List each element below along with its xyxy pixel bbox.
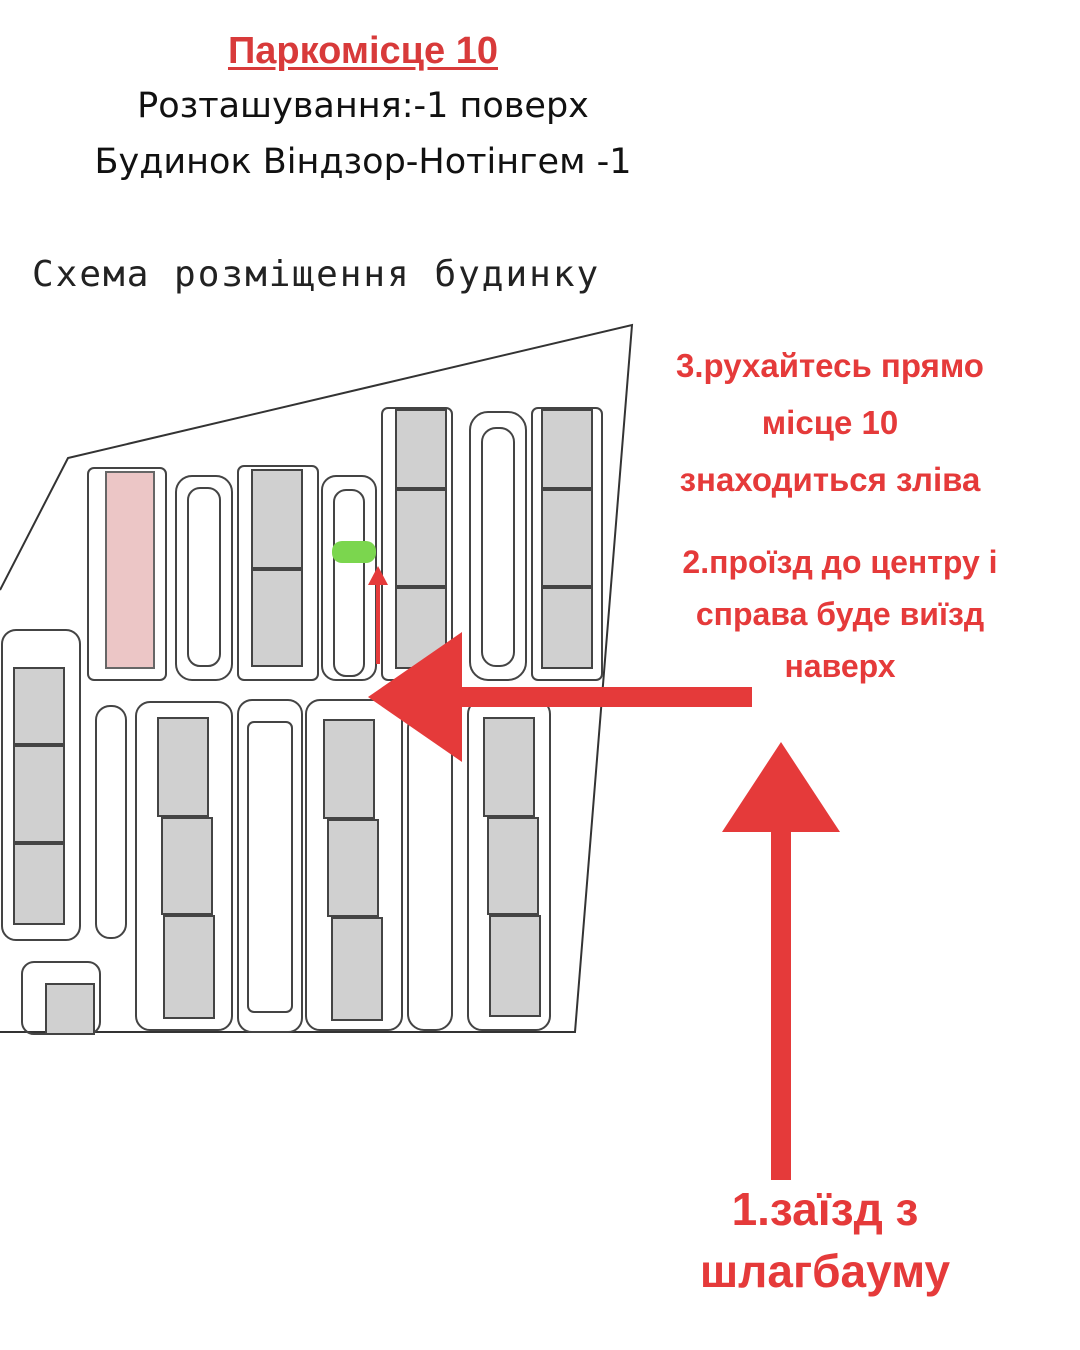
gray-block-e1 [157, 717, 209, 817]
gray-block-i2 [487, 817, 539, 915]
step3-text: 3.рухайтесь прямо місце 10 знаходиться з… [620, 337, 1040, 508]
building-text: Будинок Віндзор-Нотінгем -1 [94, 142, 632, 182]
drive-b [321, 475, 377, 681]
gray-block-l1 [13, 667, 65, 745]
step3-line: знаходиться зліва [679, 461, 981, 498]
gray-block-bottom [45, 983, 95, 1035]
step3-line: 3.рухайтесь прямо [676, 347, 984, 384]
step2-line: справа буде виїзд [695, 596, 985, 632]
turn-arrow [368, 566, 388, 664]
step1-text: 1.заїзд з шлагбауму [640, 1178, 1010, 1302]
step1-line: 1.заїзд з [731, 1183, 919, 1235]
drive-l [95, 705, 127, 939]
gray-block-g1 [323, 719, 375, 819]
gray-block-d2 [541, 489, 593, 587]
drive-f-inner [247, 721, 293, 1013]
page-title: Паркомісце 10 [227, 30, 498, 72]
drive-c [469, 411, 527, 681]
building-outline [0, 323, 634, 1033]
left-frame [1, 629, 81, 941]
gray-block-i1 [483, 717, 535, 817]
gray-block-l2 [13, 745, 65, 843]
step2-line: 2.проїзд до центру і [682, 544, 998, 580]
lower-frame-e [135, 701, 233, 1031]
up-arrow [722, 742, 840, 1180]
drive-a [175, 475, 233, 681]
gray-block-l3 [13, 843, 65, 925]
gray-block-d3 [541, 587, 593, 669]
pink-block [105, 471, 155, 669]
gray-block-c1 [395, 409, 447, 489]
drive-c-inner [481, 427, 515, 667]
gray-block-i3 [489, 915, 541, 1017]
gray-block-g2 [327, 819, 379, 917]
drive-a-inner [187, 487, 221, 667]
location-text: Розташування:-1 поверх [137, 86, 589, 126]
lower-frame-g [305, 699, 403, 1031]
drive-h [407, 711, 453, 1031]
lower-row [1, 629, 551, 1035]
drive-b-inner [333, 489, 365, 677]
gray-block-e3 [163, 915, 215, 1019]
gray-block-g3 [331, 917, 383, 1021]
step2-text: 2.проїзд до центру і справа буде виїзд н… [620, 536, 1060, 692]
target-spot [332, 541, 376, 563]
gray-block-b2 [251, 569, 303, 667]
gray-block-b1 [251, 469, 303, 569]
step1-line: шлагбауму [699, 1245, 951, 1297]
gray-block-d1 [541, 409, 593, 489]
top-frame-a [87, 467, 167, 681]
step2-line: наверх [784, 648, 896, 684]
drive-f [237, 699, 303, 1033]
top-frame-b [237, 465, 319, 681]
scheme-label: Схема розміщення будинку [32, 254, 601, 295]
left-arrow [368, 632, 752, 762]
top-frame-d [531, 407, 603, 681]
gray-block-e2 [161, 817, 213, 915]
gray-block-c2 [395, 489, 447, 587]
step3-line: місце 10 [761, 404, 899, 441]
